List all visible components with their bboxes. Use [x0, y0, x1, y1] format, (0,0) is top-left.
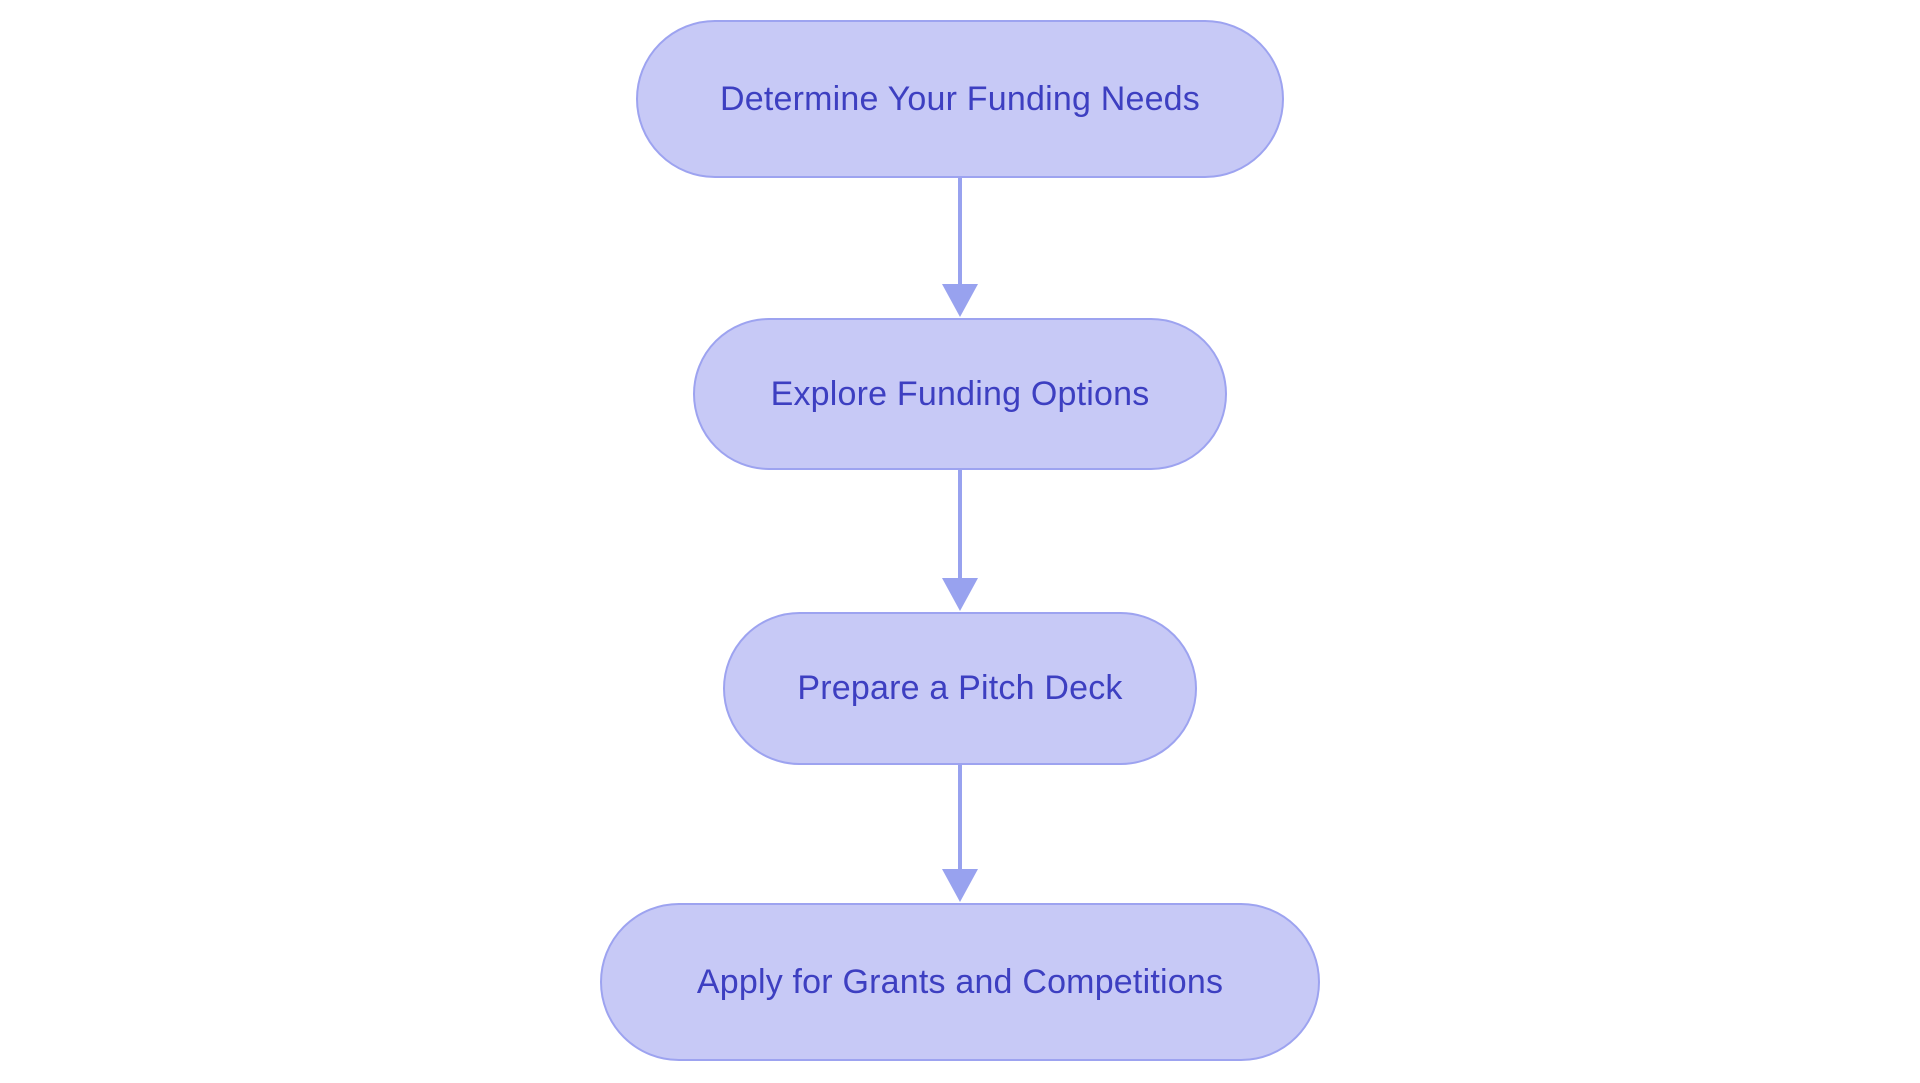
flow-node-label: Explore Funding Options: [770, 374, 1150, 413]
arrow-connector-line: [958, 765, 962, 871]
arrow-connector-line: [958, 178, 962, 286]
flow-node-apply-grants-competitions: Apply for Grants and Competitions: [600, 903, 1320, 1061]
arrow-connector-line: [958, 470, 962, 580]
flow-node-label: Apply for Grants and Competitions: [696, 962, 1224, 1001]
arrow-down-icon: [942, 578, 978, 611]
flow-node-explore-funding-options: Explore Funding Options: [693, 318, 1227, 470]
arrow-down-icon: [942, 869, 978, 902]
flow-node-label: Prepare a Pitch Deck: [797, 669, 1123, 707]
flow-node-label: Determine Your Funding Needs: [719, 79, 1200, 118]
arrow-down-icon: [942, 284, 978, 317]
flow-node-determine-funding-needs: Determine Your Funding Needs: [636, 20, 1284, 178]
flow-node-prepare-pitch-deck: Prepare a Pitch Deck: [723, 612, 1197, 765]
